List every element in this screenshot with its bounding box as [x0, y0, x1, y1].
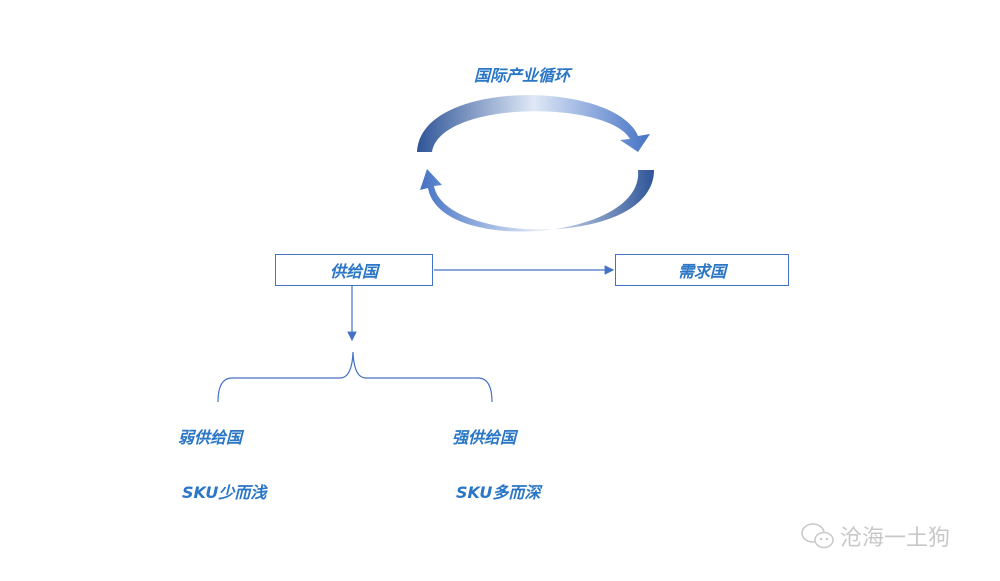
supply-country-box: 供给国: [275, 254, 433, 286]
brace: [217, 351, 493, 403]
supply-country-label: 供给国: [329, 262, 378, 281]
watermark-text: 沧海一土狗: [840, 526, 951, 551]
strong-supply-desc: SKU多而深: [456, 483, 541, 502]
cycle-arrow-bottom: [420, 169, 654, 232]
cycle-title: 国际产业循环: [474, 66, 571, 85]
weak-supply-desc: SKU少而浅: [182, 483, 267, 502]
cycle-arrow-top: [417, 95, 650, 152]
strong-supply-label: 强供给国: [452, 428, 517, 447]
wechat-icon: [801, 523, 834, 549]
weak-supply-label: 弱供给国: [178, 428, 243, 447]
demand-country-label: 需求国: [677, 262, 726, 281]
demand-country-box: 需求国: [615, 254, 789, 286]
watermark: 沧海一土狗: [800, 520, 950, 552]
